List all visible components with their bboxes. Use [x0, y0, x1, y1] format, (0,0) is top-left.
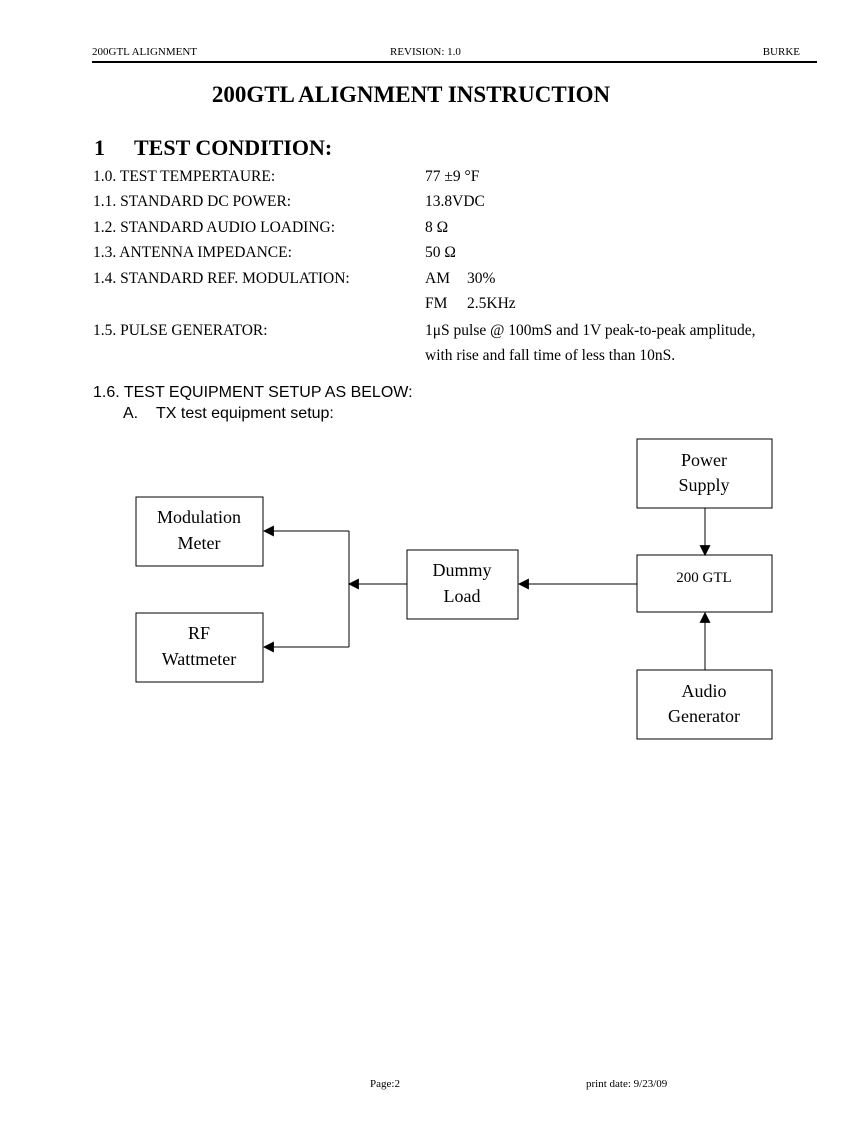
header-revision: REVISION: 1.0 — [390, 46, 461, 58]
condition-label-ref-modulation: 1.4. STANDARD REF. MODULATION: — [93, 270, 350, 287]
condition-value-temperature: 77 ±9 °F — [425, 168, 480, 185]
power-supply-label-line1: Power — [681, 450, 727, 470]
section-number: 1 — [94, 135, 105, 160]
setup-heading: 1.6. TEST EQUIPMENT SETUP AS BELOW: — [93, 384, 413, 401]
rf-wattmeter-box — [135, 612, 264, 683]
fm-value: 2.5KHz — [467, 295, 516, 312]
setup-sub-text: TX test equipment setup: — [156, 405, 334, 422]
rf-wattmeter-label-line2: Wattmeter — [162, 649, 237, 669]
document-title: 200GTL ALIGNMENT INSTRUCTION — [211, 82, 611, 107]
header-author: BURKE — [762, 46, 800, 58]
condition-label-dc-power: 1.1. STANDARD DC POWER: — [93, 193, 292, 210]
condition-value-antenna-impedance: 50 Ω — [425, 244, 456, 261]
condition-label-pulse-generator: 1.5. PULSE GENERATOR: — [93, 322, 268, 339]
power-supply-box — [636, 438, 773, 509]
audio-generator-label-line2: Generator — [668, 706, 740, 726]
am-label: AM — [425, 270, 450, 287]
fm-label: FM — [425, 295, 448, 312]
setup-subheading: A. TX test equipment setup: — [123, 405, 334, 423]
condition-value-audio-loading: 8 Ω — [425, 219, 449, 236]
device-label: 200 GTL — [676, 570, 731, 586]
footer-print-date: print date: 9/23/09 — [586, 1078, 668, 1090]
power-supply-label-line2: Supply — [678, 475, 729, 495]
condition-label-audio-loading: 1.2. STANDARD AUDIO LOADING: — [93, 219, 336, 236]
dummy-load-box — [406, 549, 519, 620]
condition-value-dc-power: 13.8VDC — [425, 193, 485, 210]
audio-generator-box — [636, 669, 773, 740]
rf-wattmeter-label-line1: RF — [188, 623, 210, 643]
dummy-load-label-line2: Load — [444, 586, 481, 606]
condition-value-pulse-line1: 1μS pulse @ 100mS and 1V peak-to-peak am… — [425, 322, 756, 339]
am-value: 30% — [467, 270, 496, 287]
device-box — [636, 554, 773, 613]
condition-value-am: AM 30% — [425, 270, 495, 288]
footer-page-number: Page:2 — [370, 1078, 400, 1090]
section-title: TEST CONDITION: — [134, 135, 333, 160]
modulation-meter-label-line1: Modulation — [157, 507, 241, 527]
condition-value-pulse-line2: with rise and fall time of less than 10n… — [425, 347, 676, 364]
setup-sub-letter: A. — [123, 405, 139, 422]
condition-value-fm: FM 2.5KHz — [425, 295, 516, 313]
condition-label-antenna-impedance: 1.3. ANTENNA IMPEDANCE: — [93, 244, 292, 261]
condition-label-temperature: 1.0. TEST TEMPERTAURE: — [93, 168, 276, 185]
page-header: 200GTL ALIGNMENT REVISION: 1.0 BURKE — [92, 44, 817, 63]
dummy-load-label-line1: Dummy — [432, 560, 491, 580]
modulation-meter-label-line2: Meter — [178, 533, 221, 553]
header-doc-name: 200GTL ALIGNMENT — [92, 46, 197, 58]
section-heading: 1 TEST CONDITION: — [94, 135, 332, 161]
audio-generator-label-line1: Audio — [682, 681, 727, 701]
